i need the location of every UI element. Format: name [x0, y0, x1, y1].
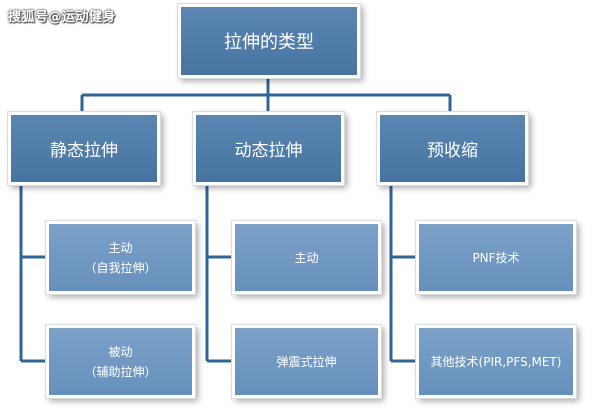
- node-line2: （自我拉伸）: [84, 260, 157, 275]
- watermark: 搜狐号@运动健身: [8, 10, 117, 25]
- root-node: 拉伸的类型: [177, 3, 361, 79]
- category-label: 静态拉伸: [50, 141, 118, 161]
- node-static-active: 主动 （自我拉伸）: [45, 220, 196, 295]
- node-line1: 弹震式拉伸: [276, 354, 337, 369]
- root-label: 拉伸的类型: [224, 32, 314, 53]
- node-line1: PNF技术: [472, 250, 520, 265]
- node-other-techniques: 其他技术(PIR,PFS,MET): [415, 324, 577, 399]
- node-line1: 主动: [294, 250, 319, 265]
- category-precontraction: 预收缩: [376, 111, 529, 186]
- node-line1: 主动: [108, 240, 133, 255]
- category-label: 动态拉伸: [234, 141, 303, 161]
- category-static-stretching: 静态拉伸: [7, 111, 161, 186]
- node-line1: 被动: [108, 344, 133, 359]
- category-dynamic-stretching: 动态拉伸: [192, 111, 345, 186]
- node-line2: （辅助拉伸）: [84, 364, 157, 379]
- node-line1: 其他技术(PIR,PFS,MET): [430, 354, 562, 369]
- node-ballistic-stretching: 弹震式拉伸: [231, 324, 382, 399]
- node-dynamic-active: 主动: [231, 220, 382, 295]
- category-label: 预收缩: [427, 141, 478, 161]
- node-static-passive: 被动 （辅助拉伸）: [45, 324, 196, 399]
- node-pnf-technique: PNF技术: [415, 220, 577, 295]
